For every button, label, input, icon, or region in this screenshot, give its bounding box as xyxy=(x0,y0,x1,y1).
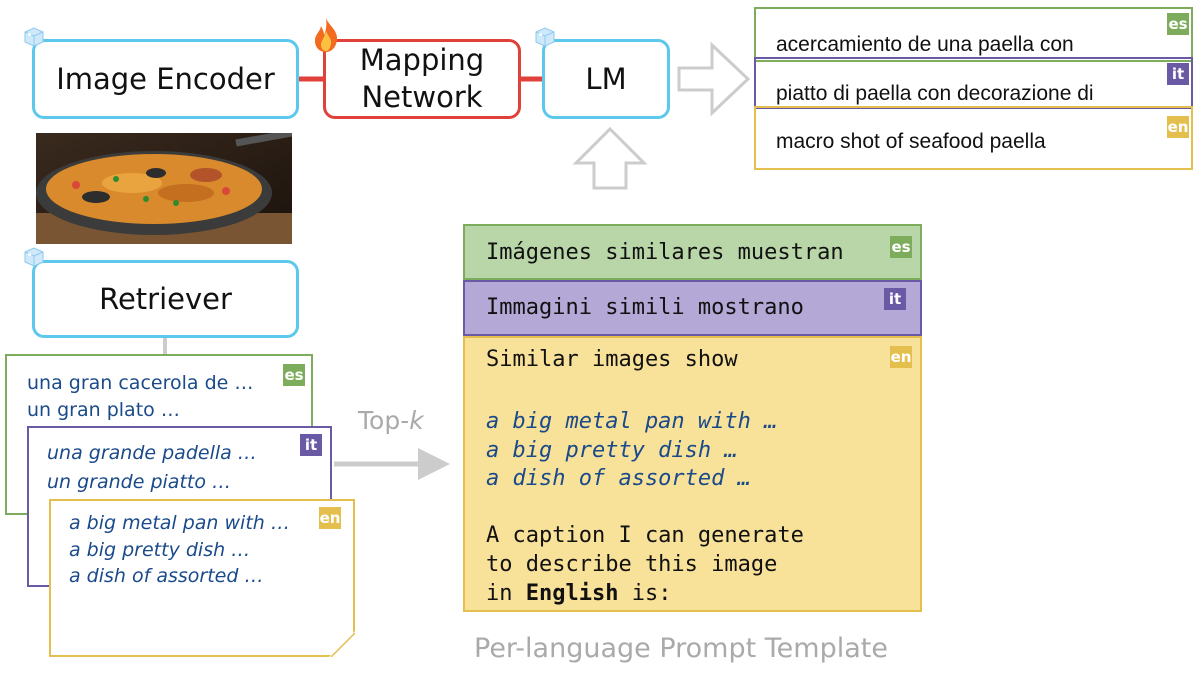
mapping-network-label-line1: Mapping xyxy=(359,43,485,77)
retrieved-en-line-1: a big metal pan with … xyxy=(69,512,290,534)
caption-en: macro shot of seafood paella en xyxy=(754,106,1193,170)
lang-badge-en: en xyxy=(1167,116,1189,138)
lang-badge-en: en xyxy=(890,346,912,368)
prompt-it-text: Immagini simili mostrano xyxy=(486,295,804,320)
topk-arrow-head xyxy=(418,448,450,480)
prompt-template-caption: Per-language Prompt Template xyxy=(474,633,888,664)
retrieved-es-line-1: una gran cacerola de … xyxy=(27,372,254,394)
prompt-en-instruction-2: to describe this image xyxy=(486,552,778,577)
prompt-en-example-1: a big metal pan with … xyxy=(486,409,778,434)
prompt-en-header: Similar images show xyxy=(486,347,738,372)
lang-badge-es: es xyxy=(1167,13,1189,35)
retrieved-it-line-2: un grande piatto … xyxy=(47,471,232,493)
ice-cube-icon xyxy=(24,247,44,267)
prompt-en-example-2: a big pretty dish … xyxy=(486,438,738,463)
caption-it-text: piatto di paella con decorazione di xyxy=(776,82,1094,105)
lang-badge-it: it xyxy=(300,434,322,456)
lang-badge-en: en xyxy=(319,507,341,529)
fire-icon xyxy=(315,18,338,52)
page-curl-icon xyxy=(329,631,355,657)
image-encoder-label: Image Encoder xyxy=(56,62,275,96)
topk-k: k xyxy=(409,406,424,435)
retriever-label: Retriever xyxy=(99,282,232,316)
mapping-network-label-line2: Network xyxy=(361,80,483,114)
prompt-es-text: Imágenes similares muestran xyxy=(486,240,844,265)
prompt-en-language-name: English xyxy=(525,581,619,606)
retrieved-en-line-2: a big pretty dish … xyxy=(69,539,251,561)
mapping-network-node: Mapping Network xyxy=(323,39,521,119)
retrieved-es-line-2: un gran plato … xyxy=(27,399,180,421)
caption-es: acercamiento de una paella con es xyxy=(754,7,1193,62)
lm-node: LM xyxy=(542,39,670,119)
retrieved-card-en: a big metal pan with … a big pretty dish… xyxy=(49,499,355,657)
lang-badge-it: it xyxy=(884,288,906,310)
ice-cube-icon xyxy=(24,27,44,47)
retrieved-en-line-3: a dish of assorted … xyxy=(69,565,264,587)
lm-output-arrow xyxy=(677,41,751,117)
prompt-to-lm-arrow xyxy=(572,126,648,190)
prompt-row-it: Immagini simili mostrano it xyxy=(463,280,922,336)
lang-badge-it: it xyxy=(1167,63,1189,85)
image-encoder-node: Image Encoder xyxy=(32,39,299,119)
prompt-en-instruction-3: in English is: xyxy=(486,581,671,606)
ice-cube-icon xyxy=(535,27,555,47)
topk-prefix: Top- xyxy=(358,406,410,435)
prompt-row-en: Similar images show en a big metal pan w… xyxy=(463,336,922,612)
caption-es-text: acercamiento de una paella con xyxy=(776,33,1074,56)
lang-badge-es: es xyxy=(890,236,912,258)
retriever-node: Retriever xyxy=(32,260,299,338)
prompt-row-es: Imágenes similares muestran es xyxy=(463,224,922,280)
lang-badge-es: es xyxy=(283,364,305,386)
paella-photo xyxy=(36,133,292,244)
retrieved-it-line-1: una grande padella … xyxy=(47,442,257,464)
prompt-en-last-post: is: xyxy=(618,581,672,606)
caption-en-text: macro shot of seafood paella xyxy=(776,130,1046,153)
prompt-en-instruction-1: A caption I can generate xyxy=(486,523,804,548)
topk-label: Top-k xyxy=(358,406,424,435)
prompt-en-last-pre: in xyxy=(486,581,526,606)
lm-label: LM xyxy=(585,62,627,96)
caption-it: piatto di paella con decorazione di it xyxy=(754,57,1193,109)
prompt-en-example-3: a dish of assorted … xyxy=(486,466,751,491)
